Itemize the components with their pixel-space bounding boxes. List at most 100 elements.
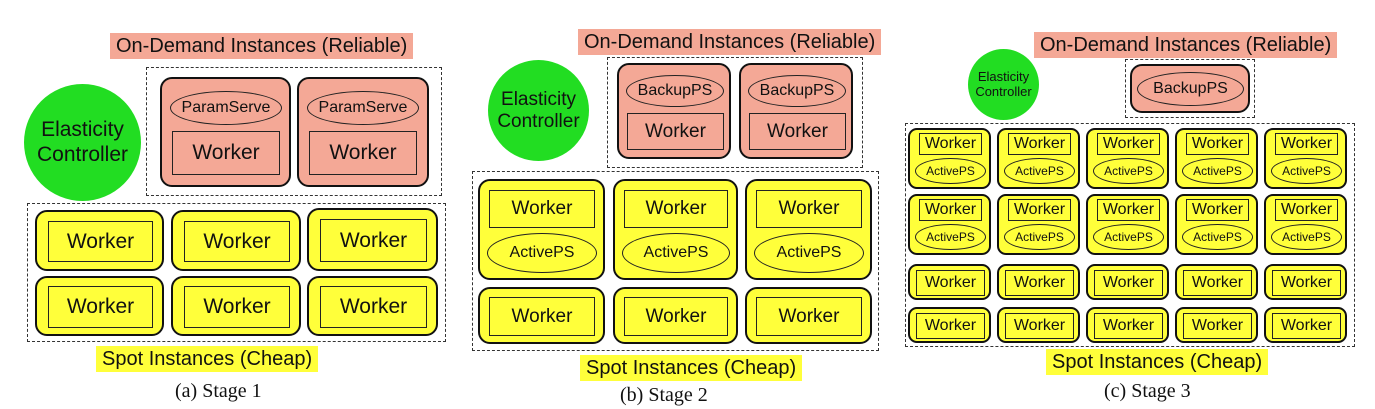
stage3-caption: (c) Stage 3 bbox=[1104, 380, 1191, 402]
stage3-backup-node: BackupPS bbox=[1130, 64, 1250, 113]
stage2-spot-worker: Worker bbox=[478, 287, 605, 344]
stage2-active-ps-node: Worker ActivePS bbox=[613, 179, 738, 280]
stage3-on-demand-group bbox=[1125, 59, 1255, 118]
stage3-on-demand-label: On-Demand Instances (Reliable) bbox=[1034, 32, 1338, 58]
stage3-spot-worker: Worker bbox=[1086, 307, 1169, 343]
active-ps: ActivePS bbox=[487, 233, 597, 273]
param-server: ParamServe bbox=[170, 91, 282, 125]
worker: Worker bbox=[1094, 313, 1163, 339]
worker: Worker bbox=[48, 286, 153, 328]
worker: Worker bbox=[1272, 313, 1341, 339]
stage3-spot-worker: Worker bbox=[1086, 264, 1169, 300]
stage1-spot-worker: Worker bbox=[171, 210, 301, 271]
worker: Worker bbox=[184, 221, 290, 262]
stage1-spot-worker: Worker bbox=[307, 208, 438, 271]
stage3-spot-worker: Worker bbox=[1175, 264, 1258, 300]
controller-line1: Elasticity bbox=[977, 68, 1030, 84]
stage2-active-ps-node: Worker ActivePS bbox=[745, 179, 872, 280]
worker: Worker bbox=[919, 133, 982, 155]
worker: Worker bbox=[624, 297, 728, 336]
worker: Worker bbox=[624, 190, 728, 228]
controller-line2: Controller bbox=[497, 110, 580, 132]
active-ps: ActivePS bbox=[754, 233, 864, 273]
stage1-spot-worker: Worker bbox=[171, 276, 301, 336]
worker: Worker bbox=[1008, 133, 1071, 155]
active-ps: ActivePS bbox=[1093, 158, 1164, 184]
worker: Worker bbox=[309, 131, 417, 175]
stage1-on-demand-label: On-Demand Instances (Reliable) bbox=[110, 33, 414, 59]
active-ps: ActivePS bbox=[1004, 158, 1075, 184]
stage1-spot-group bbox=[27, 203, 446, 342]
stage2-on-demand-group bbox=[607, 57, 863, 168]
stage2-backup-node-1: BackupPS Worker bbox=[617, 63, 731, 159]
worker: Worker bbox=[320, 219, 427, 262]
active-ps: ActivePS bbox=[1271, 158, 1342, 184]
worker: Worker bbox=[1275, 133, 1338, 155]
worker: Worker bbox=[489, 190, 595, 228]
worker: Worker bbox=[756, 190, 862, 228]
worker: Worker bbox=[1183, 313, 1252, 339]
stage2-spot-worker: Worker bbox=[745, 287, 872, 344]
worker: Worker bbox=[919, 199, 982, 221]
stage2-spot-label: Spot Instances (Cheap) bbox=[580, 355, 803, 381]
worker: Worker bbox=[489, 297, 595, 336]
worker: Worker bbox=[756, 297, 862, 336]
worker: Worker bbox=[320, 286, 427, 328]
worker: Worker bbox=[627, 113, 724, 150]
worker: Worker bbox=[1094, 270, 1163, 296]
stage3-spot-worker: Worker bbox=[997, 307, 1080, 343]
active-ps: ActivePS bbox=[915, 224, 986, 250]
worker: Worker bbox=[1005, 270, 1074, 296]
stage1-spot-label: Spot Instances (Cheap) bbox=[96, 346, 319, 372]
active-ps: ActivePS bbox=[1004, 224, 1075, 250]
backup-ps: BackupPS bbox=[748, 75, 846, 107]
worker: Worker bbox=[1008, 199, 1071, 221]
worker: Worker bbox=[1097, 199, 1160, 221]
stage3-spot-worker: Worker bbox=[908, 264, 991, 300]
stage2-active-ps-node: Worker ActivePS bbox=[478, 179, 605, 280]
worker: Worker bbox=[184, 286, 290, 328]
backup-ps: BackupPS bbox=[626, 75, 724, 107]
controller-line2: Controller bbox=[975, 83, 1032, 99]
active-ps: ActivePS bbox=[1182, 158, 1253, 184]
worker: Worker bbox=[172, 131, 280, 175]
worker: Worker bbox=[1275, 199, 1338, 221]
stage1-ps-node-1: ParamServe Worker bbox=[160, 77, 291, 187]
controller-line1: Elasticity bbox=[41, 118, 124, 142]
active-ps: ActivePS bbox=[1182, 224, 1253, 250]
worker: Worker bbox=[916, 313, 985, 339]
stage2-spot-worker: Worker bbox=[613, 287, 738, 344]
active-ps: ActivePS bbox=[1271, 224, 1342, 250]
backup-ps: BackupPS bbox=[1137, 72, 1244, 106]
worker: Worker bbox=[1005, 313, 1074, 339]
stage3-spot-worker: Worker bbox=[908, 307, 991, 343]
stage2-spot-group bbox=[472, 171, 879, 351]
stage1-caption: (a) Stage 1 bbox=[175, 380, 262, 402]
stage3-spot-worker: Worker bbox=[997, 264, 1080, 300]
stage1-spot-worker: Worker bbox=[35, 210, 164, 271]
param-server: ParamServe bbox=[307, 91, 419, 125]
stage1-spot-worker: Worker bbox=[307, 276, 438, 336]
stage3-spot-worker: Worker bbox=[1264, 264, 1347, 300]
stage1-on-demand-group bbox=[146, 67, 442, 196]
stage2-caption: (b) Stage 2 bbox=[620, 384, 708, 406]
stage3-spot-worker: Worker bbox=[1264, 307, 1347, 343]
controller-line2: Controller bbox=[36, 142, 129, 166]
worker: Worker bbox=[1272, 270, 1341, 296]
worker: Worker bbox=[1097, 133, 1160, 155]
stage2-backup-node-2: BackupPS Worker bbox=[739, 63, 853, 159]
worker: Worker bbox=[749, 113, 846, 150]
stage2-on-demand-label: On-Demand Instances (Reliable) bbox=[578, 29, 882, 55]
